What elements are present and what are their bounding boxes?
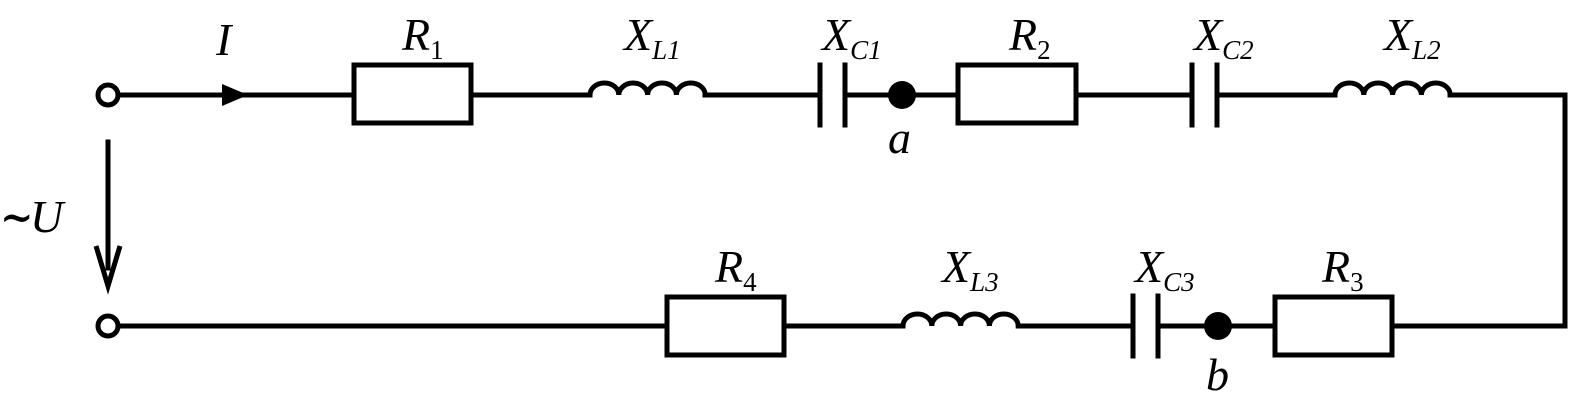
voltage-arrow-icon xyxy=(93,139,123,295)
inductor-xl1 xyxy=(587,80,708,98)
node-b-label: b xyxy=(1206,349,1229,400)
capacitor-xc2 xyxy=(1189,62,1220,128)
label-xl2: XL2 xyxy=(1382,9,1441,65)
source-tilde: ~ xyxy=(0,194,34,241)
label-xl1: XL1 xyxy=(622,9,681,65)
capacitor-xc1 xyxy=(817,62,848,128)
resistor-r2 xyxy=(955,62,1079,126)
capacitor-xc3 xyxy=(1130,293,1161,359)
resistor-r4 xyxy=(664,294,787,358)
source-u-label: U xyxy=(30,191,66,242)
node-a-dot xyxy=(888,81,916,109)
label-r1: R1 xyxy=(401,9,444,65)
resistor-r3 xyxy=(1272,294,1395,358)
node-a-label: a xyxy=(888,112,911,163)
current-arrow-icon xyxy=(222,84,248,106)
input-terminal-bottom xyxy=(95,313,121,339)
label-xc2: XC2 xyxy=(1192,9,1254,65)
input-terminal-top xyxy=(95,82,121,108)
label-r2: R2 xyxy=(1008,9,1051,65)
label-xl3: XL3 xyxy=(940,241,999,297)
source-voltage-label: ~ U xyxy=(0,191,66,242)
node-b-dot xyxy=(1204,312,1232,340)
resistor-r1 xyxy=(351,62,474,126)
label-r4: R4 xyxy=(714,241,757,297)
current-label: I xyxy=(215,14,234,65)
label-xc3: XC3 xyxy=(1133,241,1195,297)
inductor-xl3 xyxy=(900,311,1021,329)
label-r3: R3 xyxy=(1321,241,1364,297)
inductor-xl2 xyxy=(1332,80,1453,98)
label-xc1: XC1 xyxy=(820,9,882,65)
